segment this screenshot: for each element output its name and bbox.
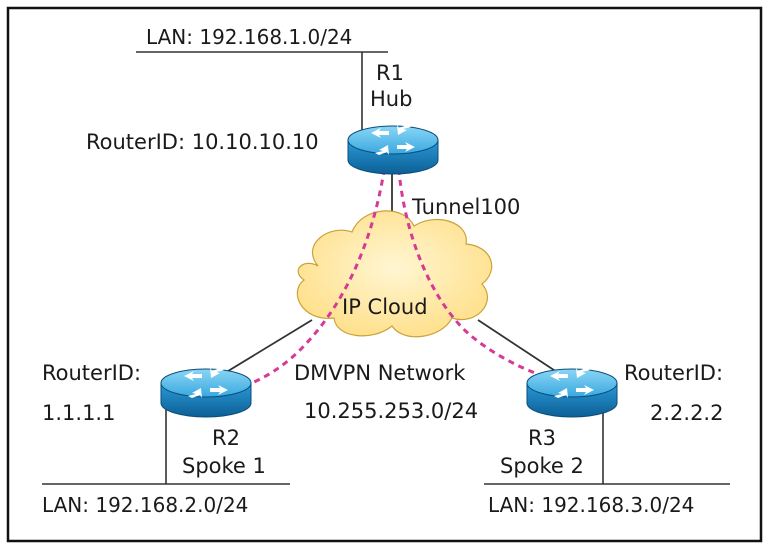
dmvpn-network-subnet: 10.255.253.0/24	[304, 399, 478, 423]
spoke1-router-id-label: RouterID:	[42, 361, 141, 385]
spoke2-router-id-value: 2.2.2.2	[650, 401, 723, 425]
spoke2-cloud-link	[477, 319, 567, 379]
spoke2-lan-label: LAN: 192.168.3.0/24	[488, 493, 694, 517]
hub-router-id: RouterID: 10.10.10.10	[86, 130, 319, 154]
spoke2-router-id-label: RouterID:	[624, 361, 723, 385]
spoke1-router-id-value: 1.1.1.1	[42, 401, 115, 425]
dmvpn-network-name: DMVPN Network	[294, 361, 466, 385]
router-r2-spoke1-icon	[160, 367, 252, 418]
tunnel-hub-spoke2	[396, 157, 573, 386]
hub-lan-label: LAN: 192.168.1.0/24	[146, 25, 352, 49]
spoke1-router-name: R2	[212, 426, 240, 450]
hub-router-role: Hub	[370, 87, 412, 111]
cloud-label: IP Cloud	[342, 295, 428, 319]
hub-router-name: R1	[376, 61, 404, 85]
spoke2-router-name: R3	[528, 426, 556, 450]
spoke1-router-role: Spoke 1	[182, 454, 266, 478]
router-r3-spoke2-icon	[526, 367, 618, 418]
tunnel-interface-label: Tunnel100	[411, 195, 520, 219]
router-r1-hub-icon	[347, 124, 439, 175]
spoke2-router-role: Spoke 2	[500, 454, 584, 478]
spoke1-lan-label: LAN: 192.168.2.0/24	[42, 493, 248, 517]
